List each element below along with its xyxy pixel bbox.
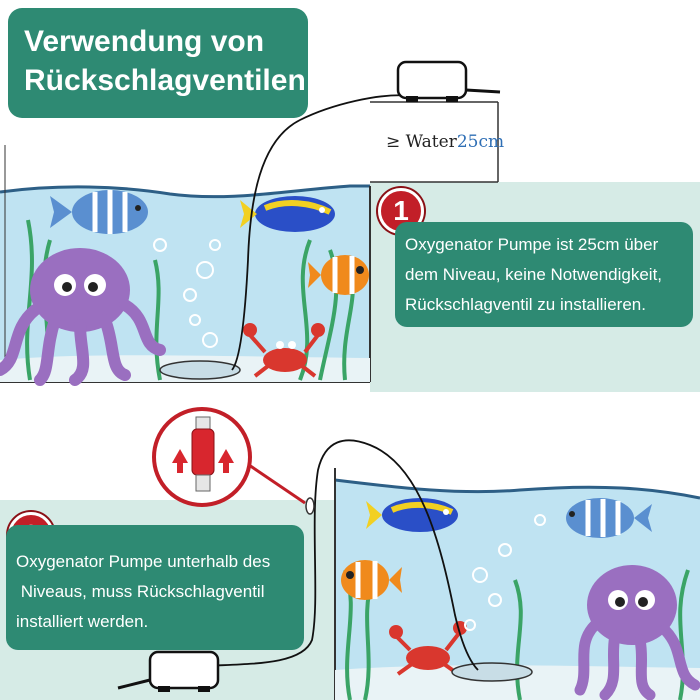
step2-line: installiert werden.	[16, 612, 149, 631]
step1-line: Oxygenator Pumpe ist 25cm über	[405, 235, 659, 254]
air-tube	[231, 94, 415, 371]
step1-line: dem Niveau, keine Notwendigkeit,	[405, 265, 663, 284]
step2-line: Niveaus, muss Rückschlagventil	[16, 582, 265, 601]
octopus-icon	[574, 565, 700, 700]
bubbles	[153, 238, 221, 348]
title-line1: Verwendung von	[24, 25, 265, 58]
bubbles	[464, 514, 546, 631]
step2-line: Oxygenator Pumpe unterhalb des	[16, 552, 271, 571]
air-pump-icon	[396, 60, 501, 102]
height-label: ≥ Water25cm	[386, 132, 504, 152]
air-stone-icon	[159, 360, 241, 380]
step1-panel: Oxygenator Pumpe ist 25cm über dem Nivea…	[395, 222, 693, 327]
crab-icon	[243, 323, 325, 378]
air-tube	[179, 439, 479, 671]
height-label-value: 25cm	[456, 132, 505, 152]
check-valve-callout	[152, 407, 306, 507]
check-valve-marker	[305, 497, 315, 515]
step2-panel: Oxygenator Pumpe unterhalb des Niveaus, …	[6, 525, 304, 650]
top-aquarium-scene	[0, 60, 501, 386]
octopus-icon	[0, 248, 166, 386]
title-line2: Rückschlagventilen	[24, 64, 306, 97]
air-pump-icon	[117, 650, 220, 692]
top-tank-water	[0, 186, 370, 382]
clownfish-icon	[341, 560, 402, 600]
clownfish-icon	[308, 255, 369, 295]
arrow-up-icon	[172, 449, 234, 473]
title-box: Verwendung von Rückschlagventilen	[8, 8, 308, 118]
check-valve-icon	[191, 416, 215, 492]
tang-fish-icon	[366, 498, 458, 532]
tang-fish-icon	[50, 190, 148, 234]
step1-line: Rückschlagventil zu installieren.	[405, 295, 646, 314]
tang-fish-icon	[240, 196, 335, 232]
tang-fish-icon	[566, 498, 652, 538]
shelf	[370, 101, 499, 183]
height-label-prefix: ≥ Water	[386, 132, 457, 152]
air-stone-icon	[451, 662, 533, 682]
bottom-aquarium-scene	[117, 439, 700, 700]
